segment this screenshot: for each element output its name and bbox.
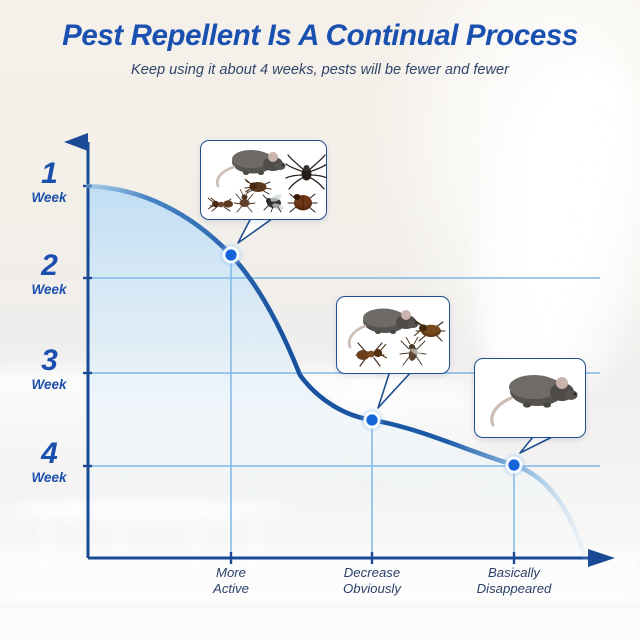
y-axis-number: 2: [41, 249, 58, 282]
x-axis-label-more-active: More Active: [156, 565, 306, 597]
ant-icon: [233, 188, 256, 213]
data-point-basically-disappeared[interactable]: [501, 452, 527, 478]
x-axis-label-decrease-obviously: Decrease Obviously: [297, 565, 447, 597]
fly-icon: [262, 194, 284, 213]
callout-tail-3: [519, 436, 553, 454]
x-axis-label-line-1: More: [215, 565, 247, 580]
callout-basically-disappeared[interactable]: [474, 358, 586, 438]
ant-icon: [355, 342, 388, 367]
cockroach-icon: [413, 318, 446, 342]
callout-more-active[interactable]: [200, 140, 327, 220]
callout-basically-disappeared-pests: [490, 375, 578, 427]
x-axis-label-line-1: Decrease: [343, 565, 401, 580]
cockroach-icon: [244, 178, 272, 195]
x-axis-label-basically-disappeared: Basically Disappeared: [439, 565, 589, 597]
y-axis-unit: Week: [31, 189, 67, 205]
y-axis-number: 4: [41, 437, 58, 470]
y-axis-label-week-2: 2 Week: [14, 249, 84, 298]
mosquito-icon: [399, 336, 427, 366]
rat-icon: [490, 375, 578, 427]
header: Pest Repellent Is A Continual Process Ke…: [0, 0, 640, 78]
y-axis-label-week-3: 3 Week: [14, 344, 84, 393]
data-point-more-active[interactable]: [218, 242, 244, 268]
rat-icon: [347, 308, 419, 349]
data-point-decrease-obviously[interactable]: [359, 407, 385, 433]
y-axis-unit: Week: [31, 469, 67, 485]
ant-icon: [207, 197, 233, 212]
area-fill: [88, 186, 585, 558]
callout-more-active-pests: [207, 150, 326, 213]
beetle-icon: [287, 193, 318, 213]
y-axis-number: 3: [41, 344, 58, 377]
callout-tail-2: [377, 370, 413, 409]
background-floor-line: [0, 606, 640, 607]
spider-icon: [285, 154, 326, 190]
x-axis-label-line-2: Disappeared: [476, 581, 552, 597]
background-floor: [0, 548, 640, 640]
y-axis-label-week-1: 1 Week: [14, 157, 84, 206]
page-subtitle: Keep using it about 4 weeks, pests will …: [130, 62, 510, 78]
rat-icon: [215, 150, 286, 188]
y-axis-number: 1: [41, 157, 58, 190]
y-axis-unit: Week: [31, 281, 67, 297]
x-axis-label-line-2: Obviously: [343, 581, 401, 597]
callout-decrease-obviously[interactable]: [336, 296, 450, 374]
page-title: Pest Repellent Is A Continual Process: [62, 19, 578, 52]
y-axis-label-week-4: 4 Week: [14, 437, 84, 486]
y-axis-unit: Week: [31, 376, 67, 392]
x-axis-label-line-2: Active: [213, 581, 249, 597]
callout-tail-1: [237, 215, 277, 244]
x-axis-label-line-1: Basically: [487, 565, 541, 580]
callout-decrease-obviously-pests: [347, 308, 446, 367]
